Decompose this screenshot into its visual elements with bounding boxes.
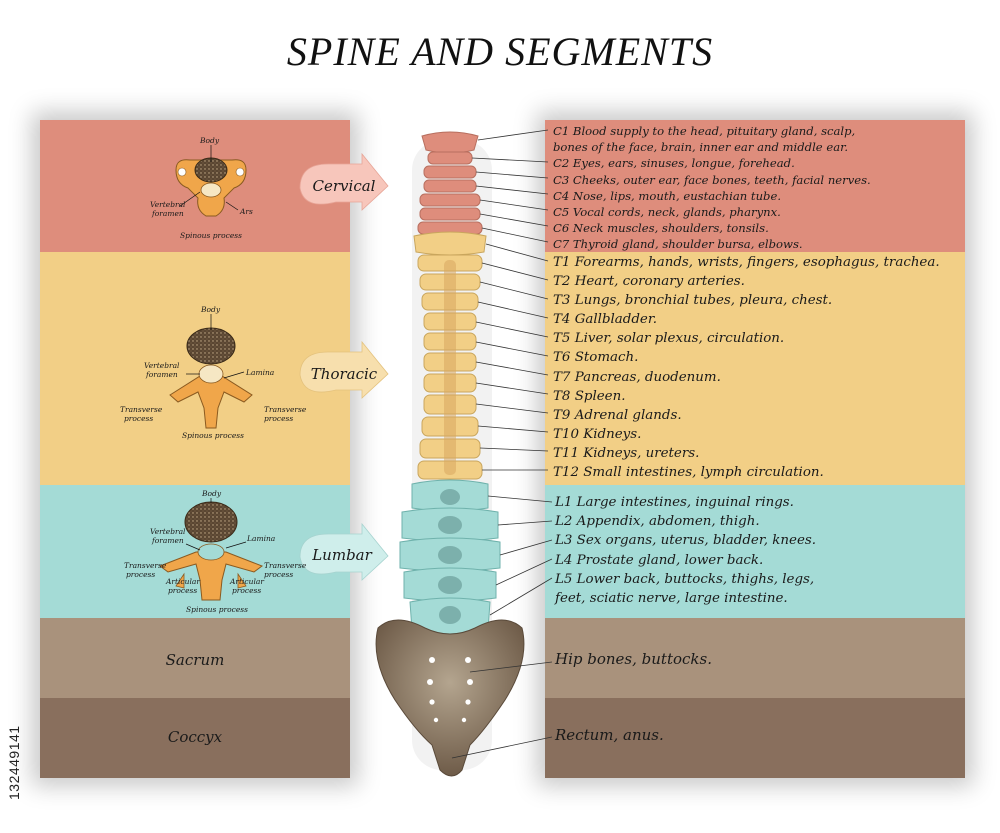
thoracic-body-label: Body [200,305,221,314]
segment-t1: T1 Forearms, hands, wrists, fingers, eso… [553,255,940,270]
segment-t9: T9 Adrenal glands. [553,407,682,423]
thoracic-arrow [299,340,389,399]
lumbar-segment-list: L1 Large intestines, inguinal rings. L2 … [555,493,961,608]
coccyx-label: Coccyx [167,728,223,746]
segment-c4: C4 Nose, lips, mouth, eustachian tube. [553,188,782,203]
thoracic-segment-list: T1 Forearms, hands, wrists, fingers, eso… [553,253,961,482]
segment-l2: L2 Appendix, abdomen, thigh. [555,514,760,530]
segment-l1: L1 Large intestines, inguinal rings. [555,495,794,510]
page-title: SPINE AND SEGMENTS [286,29,714,74]
segment-t3: T3 Lungs, bronchial tubes, pleura, chest… [553,293,833,309]
right-panel: C1 Blood supply to the head, pituitary g… [545,120,965,778]
lumbar-arrow-label: Lumbar [312,546,372,564]
segment-c7: C7 Thyroid gland, shoulder bursa, elbows… [553,237,803,252]
right-band-coccyx [545,698,965,778]
lumbar-vertebra-drawing [158,498,264,601]
segment-c2: C2 Eyes, ears, sinuses, longue, forehead… [553,156,795,171]
sacrum-coccyx-bone [375,619,525,777]
segment-c6: C6 Neck muscles, shoulders, tonsils. [553,221,769,236]
stock-id-watermark: 132449141 [6,725,22,800]
lumbar-body-label: Body [201,489,222,498]
right-band-thoracic [545,252,965,485]
lumbar-articular-left-label-2: process [168,586,197,595]
lumbar-foramen-label-2: foramen [151,536,184,545]
segment-t6: T6 Stomach. [553,350,639,366]
segment-t7: T7 Pancreas, duodenum. [553,369,721,385]
lumbar-articular-right-label-2: process [232,586,261,595]
cervical-arrow-label: Cervical [312,177,376,195]
right-band-lumbar [545,485,965,618]
segment-t5: T5 Liver, solar plexus, circulation. [553,331,785,347]
lumbar-foramen-label-1: Vertebral [150,527,186,536]
segment-c5: C5 Vocal cords, neck, glands, pharynx. [553,205,781,220]
left-band-thoracic [40,252,350,485]
cervical-foramen-label-1: Vertebral [150,200,186,209]
thoracic-transverse-left-label-2: process [124,414,153,423]
segment-l4: L4 Prostate gland, lower back. [555,552,764,568]
cervical-arrow [299,152,389,211]
thoracic-arrow-label: Thoracic [310,365,378,383]
thoracic-transverse-left-label-1: Transverse [120,405,163,414]
cervical-body-label: Body [199,136,220,145]
thoracic-vertebrae [413,231,487,480]
right-band-sacrum [545,618,965,698]
cervical-ars-label: Ars [239,207,253,216]
segment-l5: L5 Lower back, buttocks, thighs, legs, [555,571,815,587]
thoracic-foramen-label-1: Vertebral [144,361,180,370]
cervical-vertebra-drawing [175,145,247,217]
segment-c3: C3 Cheeks, outer ear, face bones, teeth,… [553,172,871,187]
segment-c1-cont: bones of the face, brain, inner ear and … [553,140,849,155]
left-band-sacrum [40,618,350,698]
thoracic-lamina-label: Lamina [245,368,274,377]
segment-t2: T2 Heart, coronary arteries. [553,274,745,290]
lumbar-arrow [299,522,389,581]
lumbar-articular-left-label-1: Articular [165,577,200,586]
cervical-segment-list: C1 Blood supply to the head, pituitary g… [553,123,961,253]
cervical-foramen-label-2: foramen [151,209,184,218]
segment-t4: T4 Gallbladder. [553,312,658,328]
thoracic-foramen-label-2: foramen [145,370,178,379]
segment-t8: T8 Spleen. [553,388,626,404]
left-band-coccyx [40,698,350,778]
sacrum-segment-text: Hip bones, buttocks. [555,650,712,668]
lumbar-articular-right-label-1: Articular [229,577,264,586]
cervical-spinous-label: Spinous process [180,231,242,240]
thoracic-transverse-right-label-1: Transverse [264,405,307,414]
thoracic-spinous-label: Spinous process [182,431,244,440]
lumbar-transverse-left-label-1: Transverse [124,561,167,570]
coccyx-segment-text: Rectum, anus. [555,726,664,744]
lumbar-spinous-label: Spinous process [186,605,248,614]
right-band-cervical [545,120,965,252]
segment-t12: T12 Small intestines, lymph circulation. [553,465,824,481]
lumbar-lamina-label: Lamina [246,534,275,543]
leader-lines [451,129,553,759]
lumbar-transverse-right-label-1: Transverse [264,561,307,570]
segment-t10: T10 Kidneys. [553,426,642,442]
thoracic-transverse-right-label-2: process [264,414,293,423]
segment-c1: C1 Blood supply to the head, pituitary g… [553,124,856,138]
lumbar-transverse-right-label-2: process [264,570,293,579]
lumbar-vertebrae [399,479,501,635]
segment-l5-cont: feet, sciatic nerve, large intestine. [555,591,788,607]
segment-l3: L3 Sex organs, uterus, bladder, knees. [555,533,817,549]
cervical-vertebrae [417,131,483,235]
lumbar-transverse-left-label-2: process [126,570,155,579]
segment-t11: T11 Kidneys, ureters. [553,445,700,461]
sacrum-label: Sacrum [165,651,225,669]
thoracic-vertebra-drawing [169,314,253,429]
